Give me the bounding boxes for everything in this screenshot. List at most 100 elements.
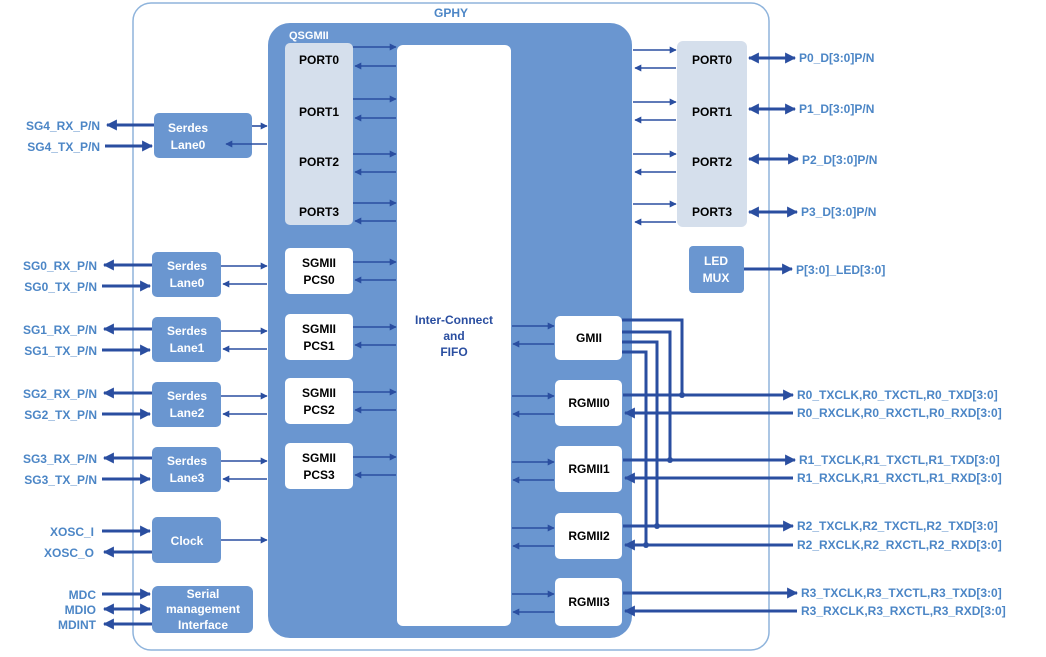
signal-sg2-tx: SG2_TX_P/N	[24, 408, 97, 422]
signal-sg2-rx: SG2_RX_P/N	[23, 387, 97, 401]
signal-r3-tx: R3_TXCLK,R3_TXCTL,R3_TXD[3:0]	[801, 586, 1002, 600]
rgmii0-label: RGMII0	[568, 396, 610, 410]
rgmii3-box	[555, 578, 622, 626]
sgmii-pcs3-box	[285, 443, 353, 489]
sgmii-pcs3-line1: SGMII	[302, 451, 336, 465]
signal-mdint: MDINT	[58, 618, 97, 632]
serial-mgmt-line1: Serial	[187, 587, 220, 601]
signal-mdio: MDIO	[65, 603, 96, 617]
phy-port-panel	[677, 41, 747, 227]
serdes-lane0-line1: Serdes	[167, 259, 207, 273]
serdes-lane1-box	[152, 317, 221, 362]
junction-dot	[679, 392, 685, 398]
signal-sg1-tx: SG1_TX_P/N	[24, 344, 97, 358]
signal-r2-rx: R2_RXCLK,R2_RXCTL,R2_RXD[3:0]	[797, 538, 1002, 552]
qsgmii-port3: PORT3	[299, 205, 339, 219]
signal-r1-tx: R1_TXCLK,R1_TXCTL,R1_TXD[3:0]	[799, 453, 1000, 467]
external-arrows	[102, 52, 800, 630]
phy-port3: PORT3	[692, 205, 732, 219]
rgmii1-label: RGMII1	[568, 462, 610, 476]
signal-r2-tx: R2_TXCLK,R2_TXCTL,R2_TXD[3:0]	[797, 519, 998, 533]
gphy-title: GPHY	[434, 6, 468, 20]
signal-sg1-rx: SG1_RX_P/N	[23, 323, 97, 337]
signal-r1-rx: R1_RXCLK,R1_RXCTL,R1_RXD[3:0]	[797, 471, 1002, 485]
interconnect-line3: FIFO	[440, 345, 467, 359]
rgmii0-box	[555, 380, 622, 426]
sgmii-pcs2-box	[285, 378, 353, 424]
serdes-lane3-line2: Lane3	[170, 471, 205, 485]
serdes-lane2-line1: Serdes	[167, 389, 207, 403]
qsgmii-port2: PORT2	[299, 155, 339, 169]
serdes-lane0-line2: Lane0	[170, 276, 205, 290]
signal-r0-rx: R0_RXCLK,R0_RXCTL,R0_RXD[3:0]	[797, 406, 1002, 420]
gmii-box	[555, 316, 622, 360]
rgmii2-box	[555, 513, 622, 559]
serdes-lane1-line1: Serdes	[167, 324, 207, 338]
serdes-lane2-box	[152, 382, 221, 427]
qsgmii-port1: PORT1	[299, 105, 339, 119]
signal-sg0-rx: SG0_RX_P/N	[23, 259, 97, 273]
qsgmii-port0: PORT0	[299, 53, 339, 67]
serdes-lane3-line1: Serdes	[167, 454, 207, 468]
signal-p0: P0_D[3:0]P/N	[799, 51, 874, 65]
signal-led: P[3:0]_LED[3:0]	[796, 263, 885, 277]
signal-sg3-rx: SG3_RX_P/N	[23, 452, 97, 466]
signal-p1: P1_D[3:0]P/N	[799, 102, 874, 116]
phy-port0: PORT0	[692, 53, 732, 67]
serdes-lane0-box	[152, 252, 221, 297]
junction-dot	[654, 523, 660, 529]
serdes-lane1-line2: Lane1	[170, 341, 205, 355]
led-mux-line1: LED	[704, 254, 728, 268]
signal-r0-tx: R0_TXCLK,R0_TXCTL,R0_TXD[3:0]	[797, 388, 998, 402]
serdes-lane3-box	[152, 447, 221, 492]
junction-dot	[643, 542, 649, 548]
gmii-line-r1	[622, 330, 672, 460]
signal-sg4-rx: SG4_RX_P/N	[26, 119, 100, 133]
serdes-sg4-line2: Lane0	[171, 138, 206, 152]
serial-mgmt-line3: Interface	[178, 618, 228, 632]
sgmii-pcs2-line1: SGMII	[302, 386, 336, 400]
sgmii-pcs1-box	[285, 314, 353, 360]
serial-mgmt-box	[152, 586, 253, 633]
signal-r3-rx: R3_RXCLK,R3_RXCTL,R3_RXD[3:0]	[801, 604, 1006, 618]
signal-xosc-i: XOSC_I	[50, 525, 94, 539]
sgmii-pcs3-line2: PCS3	[303, 468, 335, 482]
clock-label: Clock	[171, 534, 204, 548]
phy-port1: PORT1	[692, 105, 732, 119]
clock-box	[152, 517, 221, 563]
led-mux-line2: MUX	[703, 271, 730, 285]
sgmii-pcs0-line2: PCS0	[303, 273, 335, 287]
serial-mgmt-line2: management	[166, 602, 240, 616]
gmii-line-r2	[622, 340, 659, 526]
gmii-label: GMII	[576, 331, 602, 345]
internal-arrows	[221, 43, 677, 616]
led-mux-box	[689, 246, 744, 293]
rgmii1-box	[555, 446, 622, 492]
serdes-lane2-line2: Lane2	[170, 406, 205, 420]
junction-dot	[667, 457, 673, 463]
interconnect-line1: Inter-Connect	[415, 313, 493, 327]
serdes-sg4-line1: Serdes	[168, 121, 208, 135]
sgmii-pcs0-line1: SGMII	[302, 256, 336, 270]
interconnect-fifo-box	[397, 45, 511, 626]
signal-sg4-tx: SG4_TX_P/N	[27, 140, 100, 154]
signal-mdc: MDC	[69, 588, 97, 602]
signal-sg3-tx: SG3_TX_P/N	[24, 473, 97, 487]
sgmii-pcs1-line1: SGMII	[302, 322, 336, 336]
sgmii-pcs2-line2: PCS2	[303, 403, 335, 417]
sgmii-pcs1-line2: PCS1	[303, 339, 335, 353]
sgmii-pcs0-box	[285, 248, 353, 294]
signal-xosc-o: XOSC_O	[44, 546, 94, 560]
signal-sg0-tx: SG0_TX_P/N	[24, 280, 97, 294]
qsgmii-port-panel	[285, 43, 353, 225]
gmii-junction-dots	[643, 392, 685, 548]
gmii-line-r3	[622, 350, 648, 545]
signal-p2: P2_D[3:0]P/N	[802, 153, 877, 167]
rgmii3-label: RGMII3	[568, 595, 610, 609]
gmii-line-r0	[622, 318, 684, 395]
qsgmii-title: QSGMII	[289, 30, 329, 42]
gmii-fanout-lines	[622, 318, 684, 545]
signal-p3: P3_D[3:0]P/N	[801, 205, 876, 219]
